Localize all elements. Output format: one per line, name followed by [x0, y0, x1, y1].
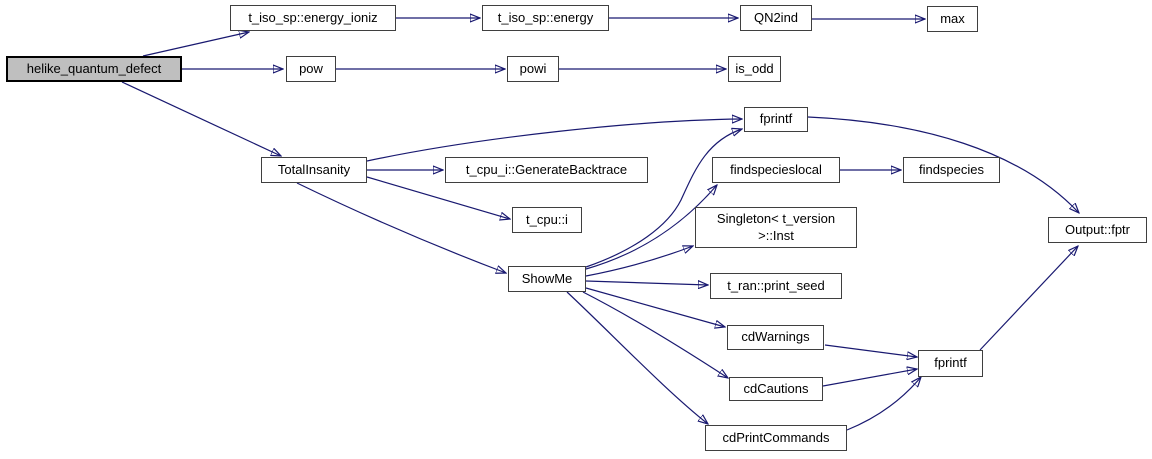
edge-showme-to-fprintf-top	[585, 129, 742, 268]
node-label: ShowMe	[521, 270, 573, 286]
node-t-ran-print-seed[interactable]: t_ran::print_seed	[710, 273, 842, 299]
node-label: t_ran::print_seed	[727, 277, 825, 293]
node-label: Output::fptr	[1064, 221, 1131, 237]
node-powi[interactable]: powi	[507, 56, 559, 82]
node-showme[interactable]: ShowMe	[508, 266, 586, 292]
node-t-iso-sp-energy-ioniz[interactable]: t_iso_sp::energy_ioniz	[230, 5, 396, 31]
node-findspecies[interactable]: findspecies	[903, 157, 1000, 183]
node-cdcautions[interactable]: cdCautions	[729, 377, 823, 401]
edge-cdwarnings-to-fprintf-bottom	[824, 344, 917, 357]
node-label: powi	[519, 60, 547, 76]
edge-helike-to-totalinsanity	[121, 81, 281, 156]
node-t-cpu-i[interactable]: t_cpu::i	[512, 207, 582, 233]
node-label: findspecieslocal	[730, 161, 822, 177]
node-cdprintcommands[interactable]: cdPrintCommands	[705, 425, 847, 451]
node-t-cpu-i-generatebacktrace[interactable]: t_cpu_i::GenerateBacktrace	[445, 157, 648, 183]
node-label: QN2ind	[753, 9, 799, 25]
node-helike-quantum-defect: helike_quantum_defect	[6, 56, 182, 82]
edge-showme-to-printseed	[585, 281, 708, 285]
edge-fprintf-bottom-to-output-fptr	[979, 246, 1078, 351]
node-max[interactable]: max	[927, 6, 978, 32]
node-findspecieslocal[interactable]: findspecieslocal	[712, 157, 840, 183]
node-label: max	[940, 10, 965, 26]
node-label-line1: Singleton< t_version	[716, 211, 836, 227]
node-label: cdCautions	[743, 380, 809, 396]
edge-showme-to-findspecieslocal	[585, 185, 717, 270]
node-label: t_iso_sp::energy	[497, 9, 594, 25]
node-label: pow	[299, 60, 323, 76]
node-fprintf-top[interactable]: fprintf	[744, 107, 808, 132]
node-qn2ind[interactable]: QN2ind	[740, 5, 812, 31]
edge-showme-to-cdprintcommands	[566, 291, 708, 424]
edge-showme-to-cdcautions	[582, 291, 728, 378]
edge-cdcautions-to-fprintf-bottom	[822, 369, 917, 387]
node-totalinsanity[interactable]: TotalInsanity	[261, 157, 367, 183]
node-output-fptr[interactable]: Output::fptr	[1048, 217, 1147, 243]
edge-totalinsanity-to-tcpui	[366, 176, 510, 219]
node-label: helike_quantum_defect	[26, 60, 162, 76]
node-label: t_cpu_i::GenerateBacktrace	[465, 161, 628, 177]
edge-cdprintcommands-to-fprintf-bottom	[846, 377, 921, 431]
node-label: TotalInsanity	[277, 161, 351, 177]
edge-showme-to-singleton-inst	[585, 246, 693, 277]
node-label: fprintf	[759, 111, 793, 127]
node-t-iso-sp-energy[interactable]: t_iso_sp::energy	[482, 5, 609, 31]
node-fprintf-bottom[interactable]: fprintf	[918, 350, 983, 377]
edge-totalinsanity-to-showme	[296, 182, 506, 273]
node-pow[interactable]: pow	[286, 56, 336, 82]
node-label: fprintf	[934, 355, 967, 371]
edge-totalinsanity-to-fprintf-top	[366, 119, 742, 162]
node-cdwarnings[interactable]: cdWarnings	[727, 325, 824, 350]
node-is-odd[interactable]: is_odd	[728, 56, 781, 82]
node-label: t_cpu::i	[526, 211, 568, 227]
node-label: is_odd	[735, 60, 774, 76]
edge-helike-to-energy-ioniz	[142, 32, 249, 57]
edge-fprintf-top-to-output-fptr	[807, 116, 1079, 213]
node-label-line2: >::Inst	[758, 227, 794, 243]
node-label: cdPrintCommands	[722, 429, 830, 445]
node-label: t_iso_sp::energy_ioniz	[248, 9, 378, 25]
node-singleton-t-version-inst[interactable]: Singleton< t_version >::Inst	[695, 207, 857, 248]
node-label: findspecies	[918, 161, 985, 177]
node-label: cdWarnings	[741, 329, 810, 345]
edge-showme-to-cdwarnings	[585, 287, 725, 327]
